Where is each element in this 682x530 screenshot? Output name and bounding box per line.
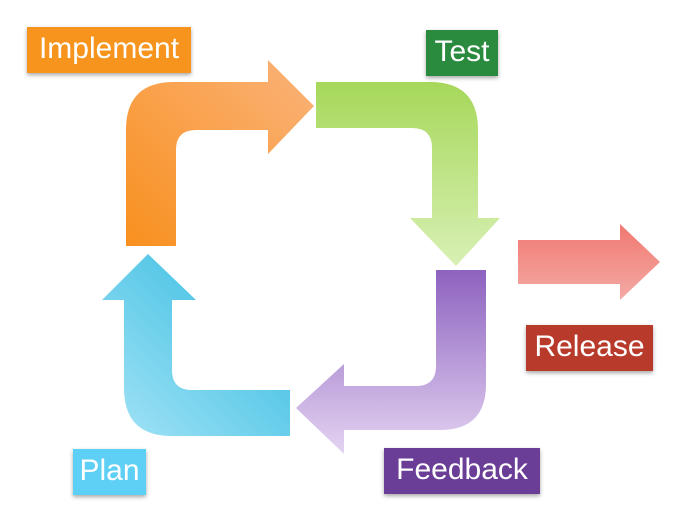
release-arrow [518,224,660,300]
test-label: Test [426,30,498,76]
plan-label: Plan [73,449,146,495]
feedback-arrow [296,270,486,454]
implement-arrow [126,60,314,246]
implement-label: Implement [27,27,191,73]
release-label: Release [526,325,653,371]
plan-arrow [102,254,290,436]
test-arrow [316,82,500,266]
feedback-label: Feedback [384,448,540,494]
